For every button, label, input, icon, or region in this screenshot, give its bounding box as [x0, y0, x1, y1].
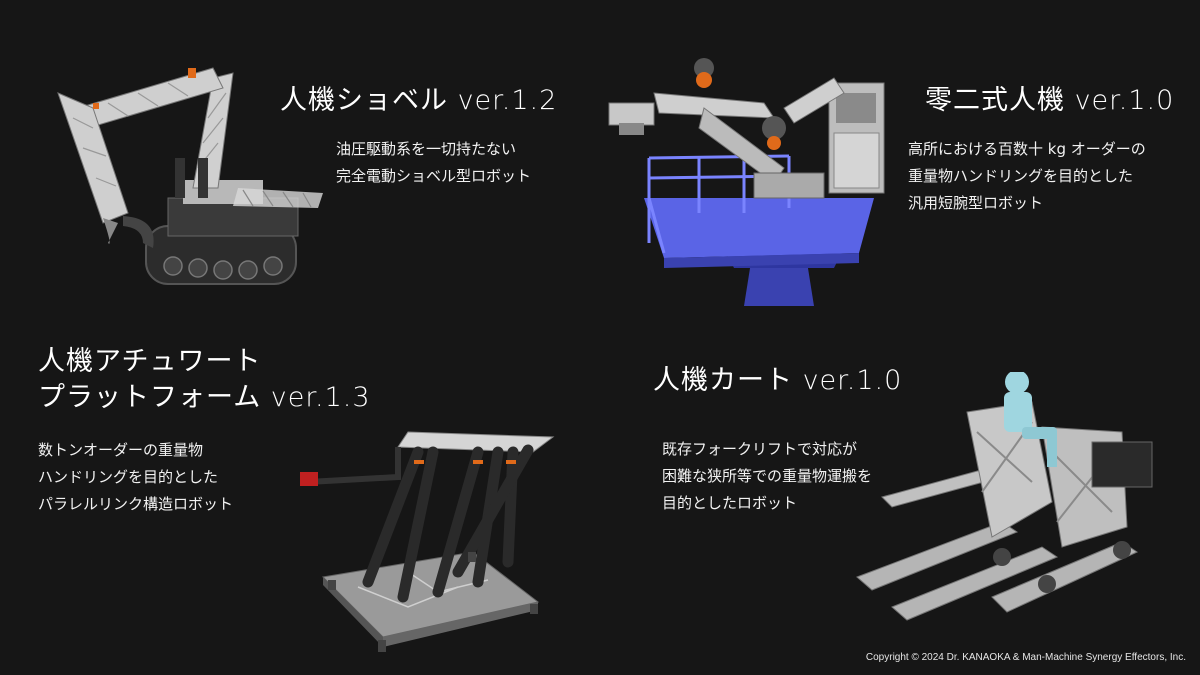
description-line: 目的としたロボット: [662, 494, 798, 512]
cart-title: 人機カート ver.1.0: [653, 365, 903, 396]
description-line: ハンドリングを目的とした: [38, 468, 219, 486]
description-line: 完全電動ショベル型ロボット: [336, 167, 532, 185]
product-excavator: 人機ショベル ver.1.2 油圧駆動系を一切持たない 完全電動ショベル型ロボッ…: [0, 0, 600, 330]
title-line: プラットフォーム ver.1.3: [38, 382, 371, 414]
copyright-notice: Copyright © 2024 Dr. KANAOKA & Man-Machi…: [865, 652, 1186, 663]
description-line: 汎用短腕型ロボット: [908, 194, 1044, 212]
description-line: パラレルリンク構造ロボット: [38, 495, 234, 513]
product-stewart-platform: 人機アチュワート プラットフォーム ver.1.3 数トンオーダーの重量物 ハン…: [0, 330, 600, 675]
stewart-platform-title: 人機アチュワート プラットフォーム ver.1.3: [38, 344, 371, 417]
short-arm-robot-description: 高所における百数十 kg オーダーの 重量物ハンドリングを目的とした 汎用短腕型…: [908, 136, 1146, 217]
excavator-description: 油圧駆動系を一切持たない 完全電動ショベル型ロボット: [336, 136, 531, 190]
cart-robot-image: [856, 372, 1153, 621]
stewart-platform-image: [300, 431, 555, 652]
excavator-robot-image: [57, 67, 323, 285]
product-cart: 人機カート ver.1.0 既存フォークリフトで対応が 困難な狭所等での重量物運…: [600, 330, 1200, 675]
stewart-platform-description: 数トンオーダーの重量物 ハンドリングを目的とした パラレルリンク構造ロボット: [38, 437, 233, 518]
product-short-arm-robot: 零二式人機 ver.1.0 高所における百数十 kg オーダーの 重量物ハンドリ…: [600, 0, 1200, 330]
cart-description: 既存フォークリフトで対応が 困難な狭所等での重量物運搬を 目的としたロボット: [662, 436, 872, 517]
description-line: 既存フォークリフトで対応が: [662, 440, 858, 458]
title-line: 人機アチュワート: [38, 346, 262, 377]
description-line: 困難な狭所等での重量物運搬を: [662, 467, 873, 485]
description-line: 数トンオーダーの重量物: [38, 441, 204, 459]
description-line: 油圧駆動系を一切持たない: [336, 140, 517, 158]
excavator-title: 人機ショベル ver.1.2: [280, 85, 558, 116]
description-line: 高所における百数十 kg オーダーの: [908, 140, 1146, 158]
short-arm-robot-image: [608, 58, 885, 306]
short-arm-robot-title: 零二式人機 ver.1.0: [925, 85, 1175, 116]
description-line: 重量物ハンドリングを目的とした: [908, 167, 1134, 185]
